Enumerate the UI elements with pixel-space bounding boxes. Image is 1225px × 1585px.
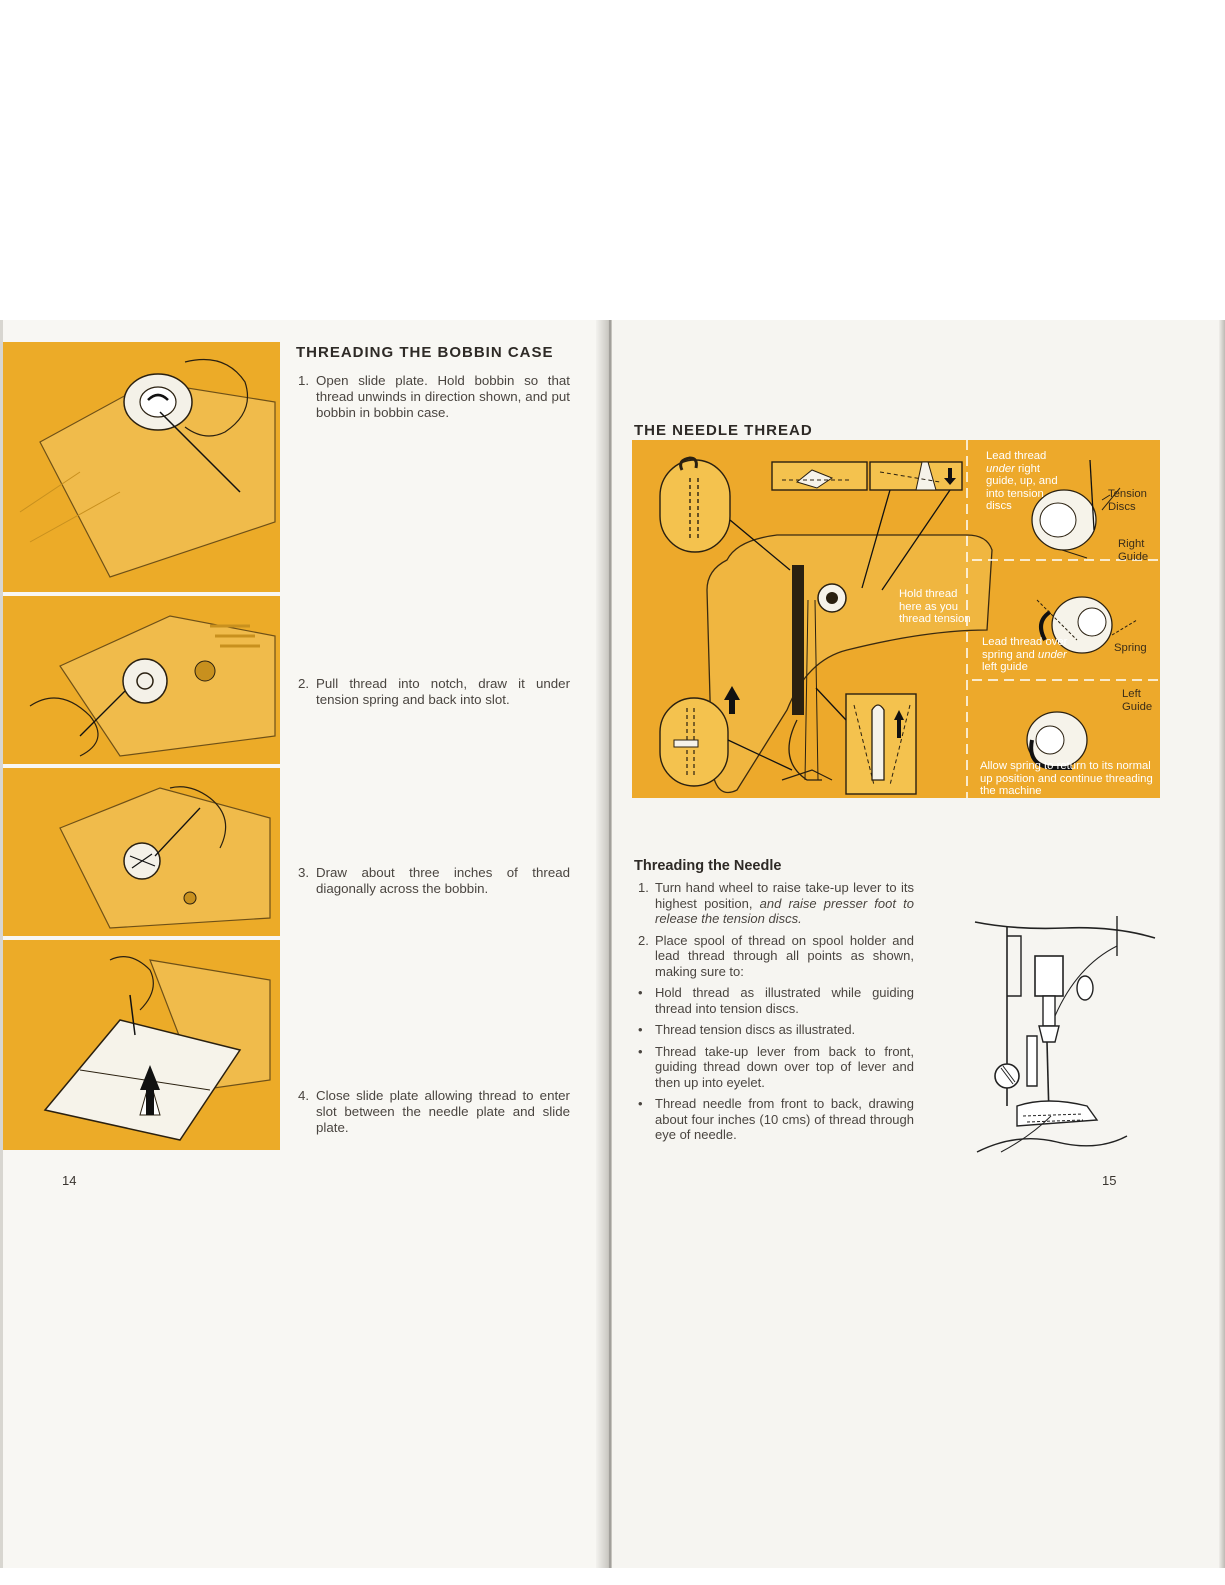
bobbin-step-2: 2. Pull thread into notch, draw it under… (298, 676, 570, 708)
bobbin-step-3-illustration (0, 768, 280, 936)
tension-discs-label: Tension Discs (1108, 488, 1147, 513)
bullet-mark: • (638, 1096, 643, 1111)
step-number: 4. (298, 1088, 310, 1103)
step-text: Pull thread into notch, draw it under te… (316, 676, 570, 707)
step-text: Thread tension discs as illustrated. (655, 1022, 856, 1037)
label-part: Lead thread over spring and (982, 636, 1068, 661)
threading-needle-subheading: Threading the Needle (634, 858, 782, 874)
threading-step-2: 2. Place spool of thread on spool holder … (638, 933, 914, 980)
bullet-mark: • (638, 1043, 643, 1059)
threading-bullet-1: • Hold thread as illustrated while guidin… (638, 985, 914, 1016)
page-edge-right (1219, 320, 1225, 1568)
step-text: Turn hand wheel to raise take-up lever t… (655, 880, 914, 911)
lead-over-label: Lead thread over spring and under left g… (982, 636, 1082, 674)
step-text: Draw about three inches of thread diagon… (316, 865, 570, 896)
bullet-mark: • (638, 1022, 643, 1037)
bobbin-step-1: 1. Open slide plate. Hold bobbin so that… (298, 373, 570, 421)
threading-steps-list: 1. Turn hand wheel to raise take-up lever… (638, 880, 914, 1149)
needle-illustration (974, 916, 1156, 1153)
page-number-right: 15 (1102, 1173, 1117, 1188)
step-text: Place spool of thread on spool holder an… (655, 932, 914, 979)
threading-step-1: 1. Turn hand wheel to raise take-up lever… (638, 880, 914, 927)
allow-spring-label: Allow spring to return to its normal up … (980, 760, 1153, 797)
bobbin-step-2-illustration (0, 596, 280, 764)
step-text: Thread take-up lever from back to front,… (655, 1043, 914, 1090)
step-number: 1. (298, 373, 310, 388)
step-text: Hold thread as illustrated while guiding… (655, 985, 914, 1016)
step-text: Open slide plate. Hold bobbin so that th… (316, 373, 570, 420)
bobbin-step-4: 4. Close slide plate allowing thread to … (298, 1088, 570, 1136)
page-number-left: 14 (62, 1173, 77, 1188)
manual-spread: THREADING THE BOBBIN CASE 1. Open slide … (0, 320, 1225, 1568)
step-number: 2. (298, 676, 310, 691)
step-text: Close slide plate allowing thread to ent… (316, 1088, 570, 1135)
label-emphasis: under (1037, 648, 1067, 661)
bullet-mark: • (638, 985, 643, 1000)
hold-thread-label: Hold thread here as you thread tension (899, 588, 971, 625)
label-part: left guide (982, 661, 1028, 673)
step-mark: 1. (638, 880, 649, 895)
threading-bullet-4: • Thread needle from front to back, drawi… (638, 1096, 914, 1143)
left-guide-label: Left Guide (1122, 688, 1153, 713)
label-emphasis: under (986, 462, 1015, 475)
threading-bullet-2: • Thread tension discs as illustrated. (638, 1022, 914, 1038)
left-page: THREADING THE BOBBIN CASE 1. Open slide … (0, 320, 610, 1568)
bobbin-step-4-illustration (0, 940, 280, 1150)
right-page: THE NEEDLE THREAD (612, 320, 1225, 1568)
label-part: right guide, up, and into tension discs (986, 462, 1058, 513)
step-text: Thread needle from front to back, drawin… (655, 1096, 914, 1142)
step-mark: 2. (638, 932, 649, 948)
bobbin-step-1-illustration (0, 342, 280, 592)
threading-bullet-3: • Thread take-up lever from back to front… (638, 1044, 914, 1091)
label-part: Lead thread (986, 450, 1047, 462)
bobbin-step-3: 3. Draw about three inches of thread dia… (298, 865, 570, 897)
spring-label: Spring (1114, 642, 1147, 654)
lead-under-label: Lead thread under right guide, up, and i… (986, 450, 1072, 513)
needle-thread-heading: THE NEEDLE THREAD (634, 422, 813, 439)
page-edge-left (0, 320, 3, 1568)
right-guide-label: Right Guide (1118, 538, 1149, 563)
bobbin-case-heading: THREADING THE BOBBIN CASE (296, 344, 554, 361)
step-text-italic: and raise presser foot to release the te… (655, 895, 914, 927)
needle-threading-diagram: Hold thread here as you thread tension L… (632, 440, 1160, 798)
step-number: 3. (298, 865, 310, 880)
